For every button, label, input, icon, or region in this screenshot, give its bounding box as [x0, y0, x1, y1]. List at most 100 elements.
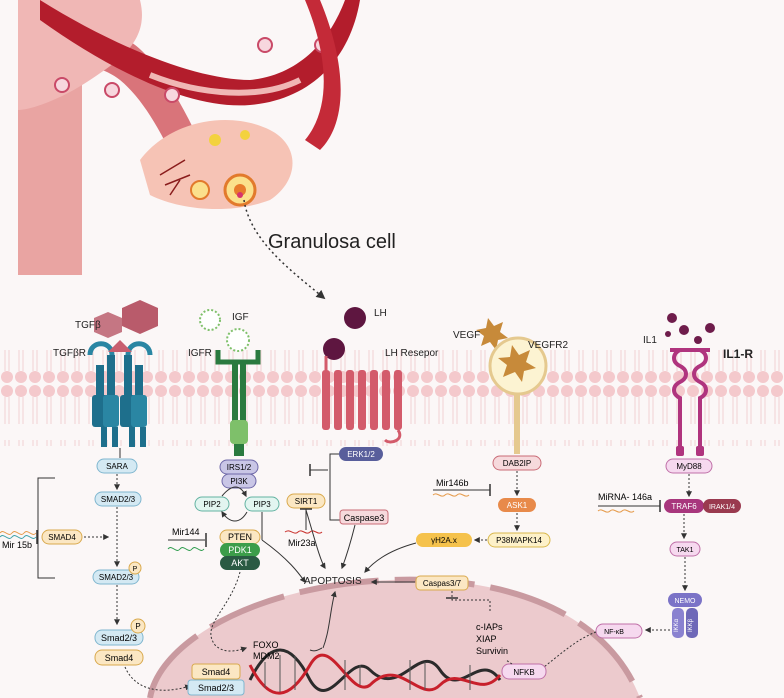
ikkb-node — [686, 608, 698, 638]
vegf-pathway: DAB2IP Mir146b ASK1 P38MAPK14 γH2A.x — [364, 455, 551, 573]
caspas37-node — [415, 575, 469, 591]
irak-label: IRAK1/4 — [709, 504, 735, 511]
pten-label: PTEN — [228, 532, 252, 542]
mir23a-label: Mir23a — [288, 538, 316, 548]
lh-ligand-label: LH — [374, 308, 387, 319]
tgfb-pathway: SARA SMAD2/3 SMAD4 Mir 15b SMAD2/3 P Sma… — [0, 448, 192, 691]
smad23-lower-node — [94, 629, 144, 646]
il1-ligand-label: IL1 — [643, 335, 657, 346]
smad4-lower-label: Smad4 — [105, 653, 134, 663]
ask1-node — [498, 498, 536, 512]
nfkb-node — [595, 623, 643, 639]
ask1-label: ASK1 — [507, 501, 528, 510]
caspase3-label: Caspase3 — [344, 513, 385, 523]
phospho-label: P — [133, 566, 138, 573]
il1-receptor-group: IL1 IL1-R — [643, 313, 753, 456]
phospho-badge — [128, 561, 142, 575]
ciaps-label: c-IAPs — [476, 622, 503, 632]
p38-node — [487, 532, 551, 548]
smad23-nucleus-label: Smad2/3 — [198, 683, 234, 693]
myd88-node — [665, 458, 713, 474]
sirt1-label: SIRT1 — [295, 497, 318, 506]
il1-pathway: MyD88 MiRNA- 146a TRAF6 IRAK1/4 TAK1 NEM… — [539, 458, 741, 671]
vegf-ligand-label: VEGF — [453, 330, 480, 341]
irs-label: IRS1/2 — [227, 463, 252, 472]
tgfb-ligand-label: TGFβ — [75, 320, 101, 331]
caspase3-node — [339, 509, 389, 525]
erk-label: ERK1/2 — [347, 450, 375, 459]
mir15b-label: Mir 15b — [2, 540, 32, 550]
smad4-nucleus-label: Smad4 — [202, 667, 231, 677]
sirt1-node — [286, 493, 326, 509]
nfkb-nucleus-label: NFKB — [513, 668, 534, 677]
smad23p-label: SMAD2/3 — [99, 573, 134, 582]
dab2ip-label: DAB2IP — [503, 459, 531, 468]
pdk1-node — [220, 543, 260, 557]
smad23-lower-label: Smad2/3 — [101, 633, 137, 643]
phospho-badge-2 — [130, 618, 146, 634]
ikka-node — [672, 608, 684, 638]
lh-pathway: ERK1/2 SIRT1 Mir23a Caspase3 — [284, 447, 389, 570]
smad23-label: SMAD2/3 — [101, 495, 136, 504]
igf-pathway: IRS1/2 PI3K PIP2 PIP3 Mir144 PTEN PDK1 A… — [167, 459, 306, 653]
irak-node — [703, 499, 741, 513]
lh-receptor-label: LH Resepor — [385, 348, 439, 359]
pip3-node — [244, 496, 280, 512]
smad4-lower-node — [94, 649, 144, 666]
mdm2-label: MDM2 — [253, 651, 280, 661]
akt-node — [220, 556, 260, 570]
granulosa-cell-title: Granulosa cell — [268, 231, 396, 253]
ikka-label: IKKα — [674, 618, 680, 632]
il1r-label: IL1-R — [723, 347, 753, 361]
smad23-nucleus-node — [187, 679, 245, 696]
nfkb-label: NF-κB — [604, 629, 624, 636]
mir146b-label: Mir146b — [436, 478, 469, 488]
erk-node — [339, 447, 383, 461]
sara-node — [96, 458, 138, 474]
survivin-label: Survivin — [476, 646, 508, 656]
igf-receptor-group: IGF IGFR — [188, 309, 261, 456]
traf6-node — [664, 499, 704, 513]
apoptosis-label: APOPTOSIS — [304, 576, 362, 587]
xiap-label: XIAP — [476, 634, 497, 644]
sara-label: SARA — [106, 462, 128, 471]
pip2-label: PIP2 — [203, 500, 221, 509]
p38-label: P38MAPK14 — [496, 536, 542, 545]
myd88-label: MyD88 — [676, 462, 702, 471]
traf6-label: TRAF6 — [671, 502, 697, 511]
il1-ligand — [667, 313, 677, 323]
nemo-node — [668, 593, 702, 607]
smad23-node — [94, 491, 142, 507]
tak1-node — [669, 541, 701, 557]
smad4-nucleus-node — [191, 663, 241, 680]
mir144-label: Mir144 — [172, 527, 200, 537]
vegf-receptor-group: VEGF VEGFR2 — [453, 318, 568, 454]
vegf-ligand — [476, 318, 508, 350]
caspas37-label: Caspas3/7 — [423, 579, 462, 588]
igfr-label: IGFR — [188, 348, 212, 359]
igf-ligand — [199, 309, 221, 331]
pip2-node — [194, 496, 230, 512]
yh2ax-label: γH2A.x — [431, 536, 457, 545]
smad23p-node — [92, 569, 140, 585]
lh-ligand — [344, 307, 366, 329]
akt-label: AKT — [231, 558, 249, 568]
smad4-node — [41, 529, 83, 545]
mirna146a-label: MiRNA- 146a — [598, 492, 652, 502]
ovary-illustration — [18, 0, 360, 275]
nfkb-nucleus-node — [501, 663, 547, 680]
lh-receptor-group: LH LH Resepor — [322, 307, 439, 444]
nemo-label: NEMO — [675, 598, 697, 605]
dab2ip-node — [492, 455, 542, 471]
foxo-label: FOXO — [253, 640, 279, 650]
tak1-label: TAK1 — [677, 547, 694, 554]
smad4-label: SMAD4 — [48, 533, 76, 542]
yh2ax-node — [416, 533, 472, 547]
vegfr2-label: VEGFR2 — [528, 340, 568, 351]
pip3-label: PIP3 — [253, 500, 271, 509]
tgfbr-label: TGFβR — [53, 348, 86, 359]
tgfb-receptor-group: TGFβ TGFβR — [53, 300, 158, 447]
pdk1-label: PDK1 — [228, 545, 252, 555]
pi3k-label: PI3K — [230, 477, 248, 486]
